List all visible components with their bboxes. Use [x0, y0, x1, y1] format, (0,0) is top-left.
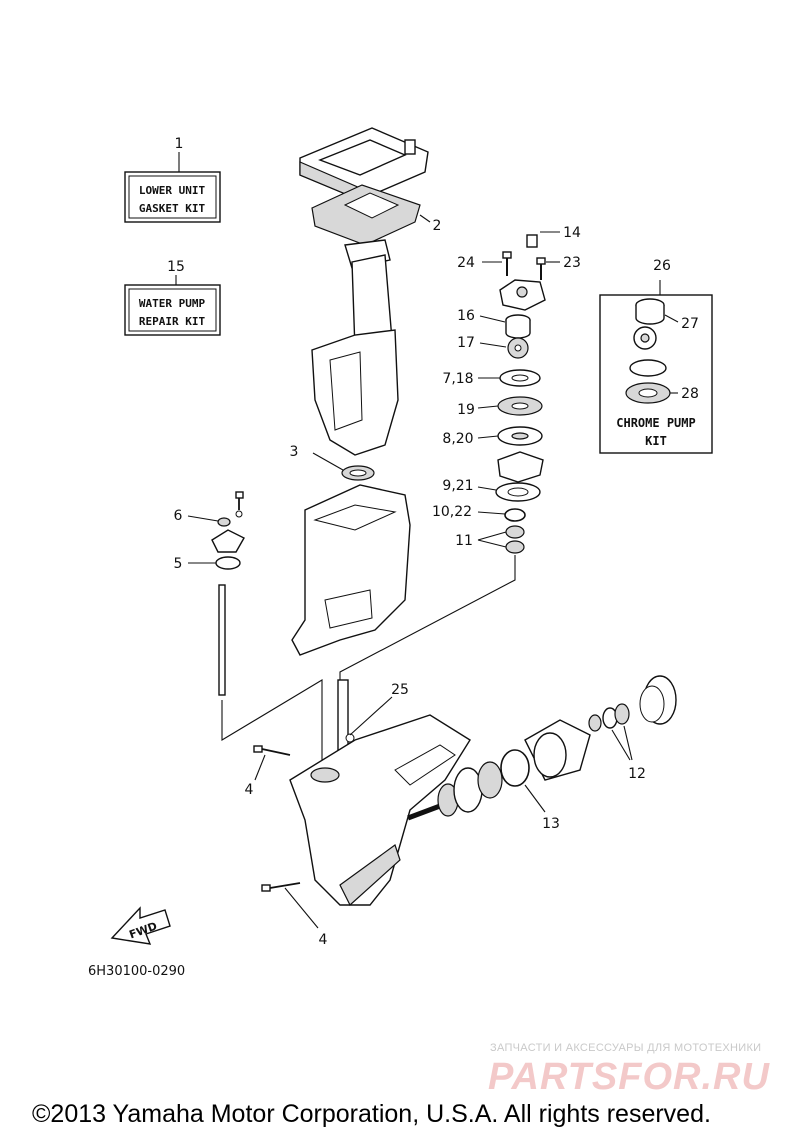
gasket-kit-box: LOWER UNIT GASKET KIT — [124, 152, 221, 223]
callout-13: 13 — [542, 816, 560, 832]
callout-26: 26 — [653, 258, 671, 274]
exhaust-casing — [291, 484, 411, 656]
callout-23: 23 — [563, 255, 581, 271]
callout-17: 17 — [457, 335, 475, 351]
callout-14: 14 — [563, 225, 581, 241]
callout-25: 25 — [391, 682, 409, 698]
callout-11: 11 — [455, 533, 473, 549]
water-pump-kit-line1: WATER PUMP — [139, 297, 206, 310]
callout-24: 24 — [457, 255, 475, 271]
callout-19: 19 — [457, 402, 475, 418]
watermark-logo: PARTSFOR.RU — [488, 1056, 770, 1098]
gasket-kit-line1: LOWER UNIT — [139, 184, 206, 197]
callout-4-lower: 4 — [319, 932, 328, 948]
callout-15: 15 — [167, 259, 185, 275]
callout-9-21: 9,21 — [442, 478, 473, 494]
callout-7-18: 7,18 — [442, 371, 473, 387]
lower-unit-housing — [253, 679, 471, 929]
diagram-code: 6H30100-0290 — [88, 964, 185, 979]
callout-8-20: 8,20 — [442, 431, 473, 447]
water-pump-kit-box: WATER PUMP REPAIR KIT — [124, 275, 221, 336]
upper-case-plate — [299, 127, 429, 201]
gasket-kit-line2: GASKET KIT — [139, 202, 206, 215]
callout-4-upper: 4 — [245, 782, 254, 798]
chrome-pump-kit-box: CHROME PUMP KIT — [599, 280, 713, 454]
callout-1: 1 — [175, 136, 184, 152]
watermark-tagline: ЗАПЧАСТИ И АКСЕССУАРЫ ДЛЯ МОТОТЕХНИКИ — [490, 1042, 762, 1054]
callout-27: 27 — [681, 316, 699, 332]
callout-6: 6 — [174, 508, 183, 524]
callout-3: 3 — [290, 444, 299, 460]
callout-12: 12 — [628, 766, 646, 782]
callout-28: 28 — [681, 386, 699, 402]
upper-casing — [311, 239, 399, 456]
callout-2: 2 — [433, 218, 442, 234]
gasket-part-2 — [311, 184, 431, 246]
propeller-shaft-parts — [407, 675, 677, 821]
chrome-pump-kit-line2: KIT — [645, 434, 667, 448]
fwd-arrow-icon: FWD — [110, 906, 171, 945]
water-pump-stack — [339, 231, 560, 690]
chrome-pump-kit-line1: CHROME PUMP — [616, 416, 695, 430]
callout-5: 5 — [174, 556, 183, 572]
callout-16: 16 — [457, 308, 475, 324]
water-pump-kit-line2: REPAIR KIT — [139, 315, 206, 328]
seal-part-3 — [312, 452, 375, 481]
shift-rod-assembly — [187, 491, 323, 760]
callout-10-22: 10,22 — [432, 504, 472, 520]
copyright-notice: ©2013 Yamaha Motor Corporation, U.S.A. A… — [32, 1100, 711, 1128]
